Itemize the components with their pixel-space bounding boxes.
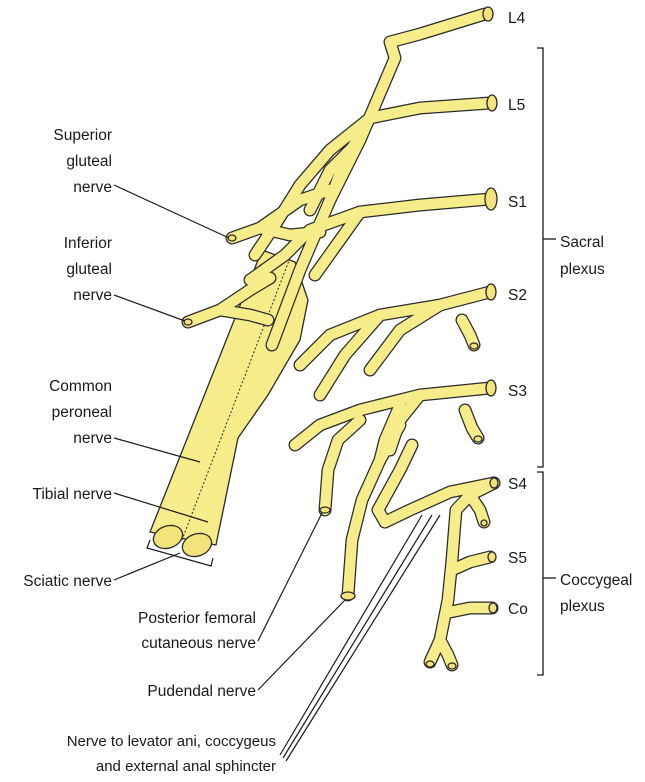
posterior-femoral-label-1: Posterior femoral: [138, 610, 256, 627]
leader-pudendal: [258, 600, 345, 690]
levator-label-1: Nerve to levator ani, coccygeus: [67, 733, 276, 750]
superior-gluteal-label-1: Superior: [53, 127, 112, 144]
superior-gluteal-label-3: nerve: [73, 179, 112, 196]
root-label-s1: S1: [508, 194, 527, 211]
superior-gluteal-label-2: gluteal: [66, 153, 112, 170]
root-label-s2: S2: [508, 287, 527, 304]
coccygeal-bracket: [537, 472, 543, 675]
coccygeal-plexus-label-2: plexus: [560, 598, 605, 615]
posterior-femoral-label-2: cutaneous nerve: [141, 635, 256, 652]
levator-label-2: and external anal sphincter: [96, 758, 276, 775]
root-label-s4: S4: [508, 476, 527, 493]
root-label-s5: S5: [508, 550, 527, 567]
inferior-gluteal-label-2: gluteal: [66, 261, 112, 278]
leader-sciatic: [114, 553, 180, 580]
sacral-plexus-label-1: Sacral: [560, 234, 604, 251]
coccygeal-plexus-label-1: Coccygeal: [560, 572, 632, 589]
plexus-labels: Sacral plexus Coccygeal plexus: [560, 234, 632, 615]
sacral-plexus-label-2: plexus: [560, 261, 605, 278]
leader-posterior-femoral: [258, 513, 322, 641]
common-peroneal-label-2: peroneal: [52, 404, 112, 421]
root-label-l4: L4: [508, 10, 526, 27]
inferior-gluteal-label-1: Inferior: [64, 235, 112, 252]
leader-inferior-gluteal: [114, 295, 185, 321]
root-labels: L4 L5 S1 S2 S3 S4 S5 Co: [508, 10, 528, 618]
tibial-label: Tibial nerve: [32, 486, 112, 503]
common-peroneal-label-3: nerve: [73, 430, 112, 447]
root-label-l5: L5: [508, 97, 525, 114]
leader-superior-gluteal: [114, 185, 229, 238]
sciatic-label: Sciatic nerve: [23, 573, 112, 590]
nerve-illustration: [150, 7, 498, 669]
common-peroneal-label-1: Common: [49, 378, 112, 395]
bottom-labels: Posterior femoral cutaneous nerve Pudend…: [67, 610, 276, 775]
root-label-s3: S3: [508, 383, 527, 400]
inferior-gluteal-label-3: nerve: [73, 287, 112, 304]
root-label-co: Co: [508, 601, 528, 618]
plexus-brackets: [537, 48, 556, 675]
left-labels: Superior gluteal nerve Inferior gluteal …: [23, 127, 112, 590]
pudendal-label: Pudendal nerve: [147, 683, 256, 700]
sacral-bracket: [537, 48, 543, 467]
